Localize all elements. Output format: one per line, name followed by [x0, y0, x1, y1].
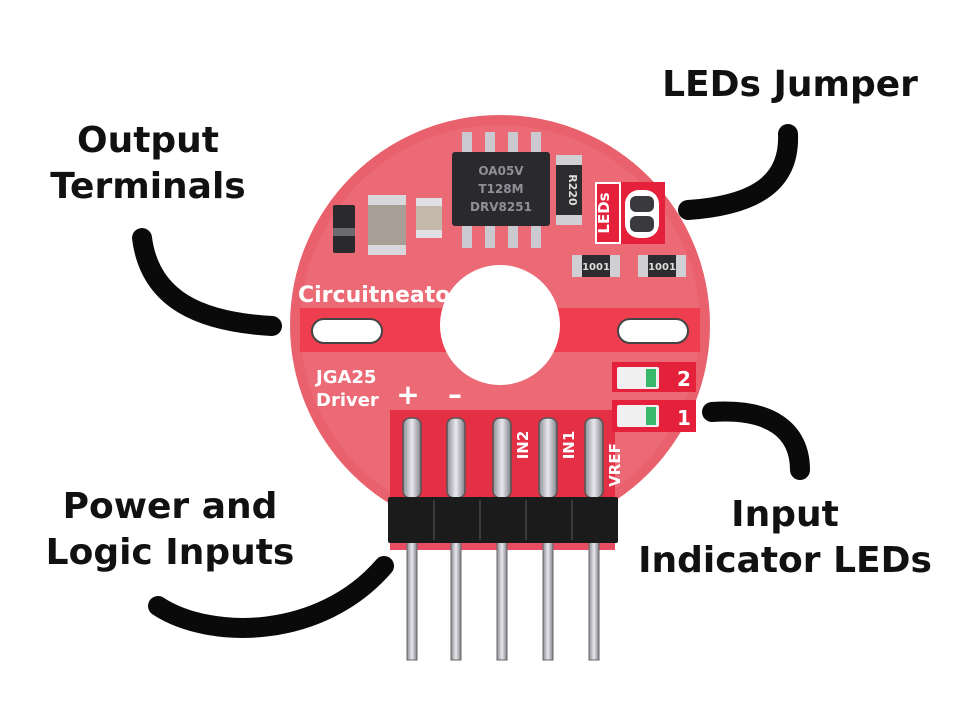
resistor-marking-a: 1001: [582, 262, 610, 273]
callout-indicator-line1: Input: [731, 494, 839, 535]
driver-chip: OA05V T128M DRV8251: [452, 132, 550, 248]
output-terminal-left: [311, 318, 383, 344]
pin-label-vref: VREF: [606, 443, 624, 487]
callout-power-logic-inputs: Power and Logic Inputs: [30, 484, 310, 576]
callout-stroke-leds-jumper: [678, 124, 799, 220]
chip-marking-3: DRV8251: [470, 200, 532, 214]
resistor-marking-b: 1001: [648, 262, 676, 273]
callout-leds-jumper-line1: LEDs Jumper: [662, 64, 918, 105]
led-1-label: 1: [677, 406, 691, 430]
minus-silkscreen: –: [448, 378, 462, 411]
board-name-line1: JGA25: [314, 367, 376, 388]
leds-jumper-label: LEDs: [595, 192, 613, 233]
callout-power-line2: Logic Inputs: [45, 532, 295, 573]
brand-silkscreen: Circuitneato: [298, 283, 450, 308]
resistor-1001-b: 1001: [638, 255, 686, 277]
board-name-line2: Driver: [316, 390, 379, 411]
callout-input-indicator-leds: Input Indicator LEDs: [620, 492, 950, 584]
callout-indicator-line2: Indicator LEDs: [638, 540, 932, 581]
header-pin-1: [402, 417, 422, 661]
pin-label-in1: IN1: [560, 431, 578, 460]
callout-output-terminals: Output Terminals: [28, 118, 268, 210]
header-pin-5: [584, 417, 604, 661]
callout-stroke-output: [132, 228, 282, 336]
callout-leds-jumper: LEDs Jumper: [640, 62, 940, 108]
pin-label-in2: IN2: [514, 431, 532, 460]
led-2-label: 2: [677, 367, 691, 391]
callout-power-line1: Power and: [62, 486, 278, 527]
resistor-marking-main: R220: [566, 174, 579, 206]
callout-stroke-power-inputs: [148, 556, 394, 638]
header-plastic-housing: [388, 497, 618, 543]
resistor-r220: R220: [556, 155, 582, 225]
chip-marking-2: T128M: [478, 182, 523, 196]
chip-marking-1: OA05V: [478, 164, 524, 178]
output-terminal-right: [617, 318, 689, 344]
resistor-1001-a: 1001: [572, 255, 620, 277]
header-pin-2: [446, 417, 466, 661]
diode: [333, 205, 355, 253]
capacitor-large: [368, 195, 406, 255]
leds-jumper: LEDs: [595, 182, 665, 244]
pin-header: [388, 417, 618, 661]
plus-silkscreen: +: [396, 378, 419, 411]
callout-output-line2: Terminals: [50, 166, 246, 207]
callout-output-line1: Output: [76, 120, 220, 161]
capacitor-small: [416, 198, 442, 238]
callout-stroke-indicator-leds: [702, 401, 810, 480]
indicator-led-1: 1: [612, 400, 696, 432]
indicator-led-2: 2: [612, 362, 696, 392]
